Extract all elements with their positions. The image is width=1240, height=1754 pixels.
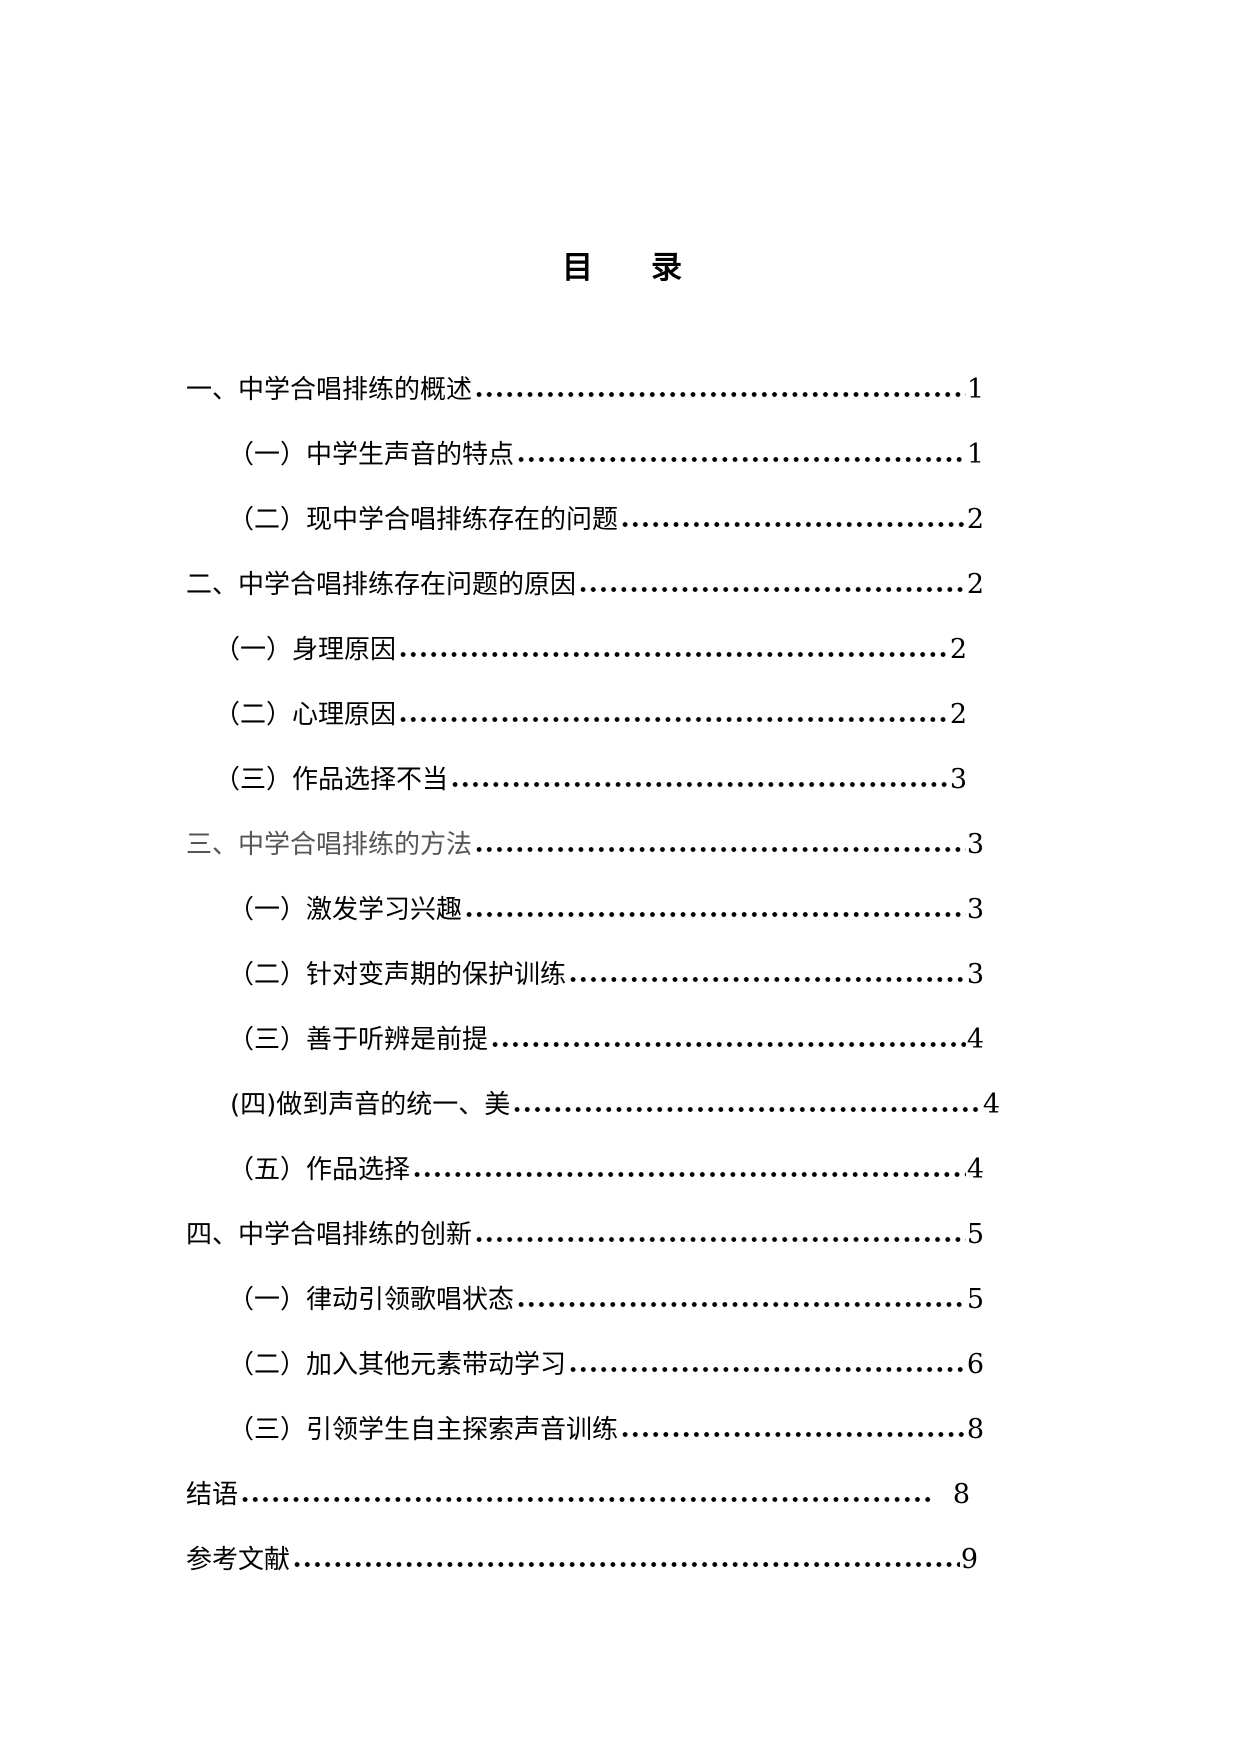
toc-entry-label: （一）激发学习兴趣 [228,895,463,925]
toc-entry-page: 5 [966,1219,984,1250]
toc-entry-label: 结语 [186,1480,239,1510]
toc-title-char-2: 录 [651,250,682,286]
toc-entry-chapter-4[interactable]: 四、中学合唱排练的创新 5 [186,1217,984,1253]
toc-entry-section-2-2[interactable]: （二）心理原因 2 [214,697,967,733]
dot-leader [472,372,966,408]
toc-entry-section-2-1[interactable]: （一）身理原因 2 [214,632,967,668]
toc-entry-page: 3 [949,764,967,795]
toc-entry-label: 参考文献 [186,1545,291,1575]
toc-entry-conclusion[interactable]: 结语 8 [186,1477,970,1513]
toc-entry-page: 3 [966,894,984,925]
toc-entry-section-3-5[interactable]: （五）作品选择 4 [228,1152,984,1188]
toc-entry-section-1-1[interactable]: （一）中学生声音的特点 1 [228,437,984,473]
dot-leader [472,827,966,863]
toc-entry-page: 3 [966,829,984,860]
toc-entry-chapter-3[interactable]: 三、中学合唱排练的方法 3 [186,827,984,863]
dot-leader [566,1347,966,1383]
toc-entry-page: 3 [966,959,984,990]
toc-entry-page: 1 [966,439,984,470]
toc-entry-section-4-3[interactable]: （三）引领学生自主探索声音训练 8 [228,1412,984,1448]
toc-entry-label: （三）引领学生自主探索声音训练 [228,1415,619,1445]
toc-entry-label: （三）善于听辨是前提 [228,1025,489,1055]
toc-entry-section-3-4[interactable]: (四)做到声音的统一、美 4 [230,1087,1000,1123]
toc-entry-section-1-2[interactable]: （二）现中学合唱排练存在的问题 2 [228,502,984,538]
toc-entry-chapter-2[interactable]: 二、中学合唱排练存在问题的原因 2 [186,567,984,603]
toc-entry-page: 9 [960,1544,978,1575]
toc-entry-label: 三、中学合唱排练的方法 [186,830,473,860]
toc-entry-page: 4 [966,1154,984,1185]
toc-title-char-1: 目 [562,250,593,286]
dot-leader [462,892,966,928]
toc-entry-section-3-2[interactable]: （二）针对变声期的保护训练 3 [228,957,984,993]
dot-leader [290,1542,960,1578]
toc-entry-page: 4 [966,1024,984,1055]
toc-entry-label: （三）作品选择不当 [214,765,449,795]
toc-entry-section-3-3[interactable]: （三）善于听辨是前提 4 [228,1022,984,1058]
toc-entry-page: 8 [952,1479,970,1510]
dot-leader [618,1412,966,1448]
dot-leader [472,1217,966,1253]
dot-leader [510,1087,982,1123]
toc-entry-section-4-1[interactable]: （一）律动引领歌唱状态 5 [228,1282,984,1318]
toc-entry-chapter-1[interactable]: 一、中学合唱排练的概述 1 [186,372,984,408]
toc-entry-page: 2 [949,699,967,730]
dot-leader [488,1022,966,1058]
dot-leader [238,1477,934,1513]
dot-leader [514,437,966,473]
dot-leader [576,567,966,603]
toc-entry-label: （二）加入其他元素带动学习 [228,1350,567,1380]
dot-leader [396,697,949,733]
toc-entry-label: （一）身理原因 [214,635,397,665]
toc-entry-label: 二、中学合唱排练存在问题的原因 [186,570,577,600]
toc-entry-page: 6 [966,1349,984,1380]
toc-entry-page: 1 [966,374,984,405]
toc-entry-label: （五）作品选择 [228,1155,411,1185]
toc-entry-section-3-1[interactable]: （一）激发学习兴趣 3 [228,892,984,928]
dot-leader [514,1282,966,1318]
toc-entry-page: 4 [982,1089,1000,1120]
dot-leader [618,502,966,538]
toc-entry-label: 一、中学合唱排练的概述 [186,375,473,405]
toc-entry-references[interactable]: 参考文献 9 [186,1542,978,1578]
toc-entry-page: 5 [966,1284,984,1315]
toc-entry-section-2-3[interactable]: （三）作品选择不当 3 [214,762,967,798]
toc-title: 目 录 [0,242,1240,286]
dot-leader [448,762,949,798]
toc-entry-page: 2 [966,504,984,535]
dot-leader [396,632,949,668]
toc-entry-label: （一）中学生声音的特点 [228,440,515,470]
toc-entry-page: 8 [966,1414,984,1445]
toc-entry-label: （二）现中学合唱排练存在的问题 [228,505,619,535]
dot-leader [566,957,966,993]
toc-entry-label: （二）心理原因 [214,700,397,730]
toc-entry-label: (四)做到声音的统一、美 [230,1090,511,1120]
toc-entry-label: 四、中学合唱排练的创新 [186,1220,473,1250]
toc-entry-section-4-2[interactable]: （二）加入其他元素带动学习 6 [228,1347,984,1383]
toc-entry-page: 2 [949,634,967,665]
dot-leader [410,1152,966,1188]
toc-entry-page: 2 [966,569,984,600]
toc-entry-label: （一）律动引领歌唱状态 [228,1285,515,1315]
toc-entry-label: （二）针对变声期的保护训练 [228,960,567,990]
